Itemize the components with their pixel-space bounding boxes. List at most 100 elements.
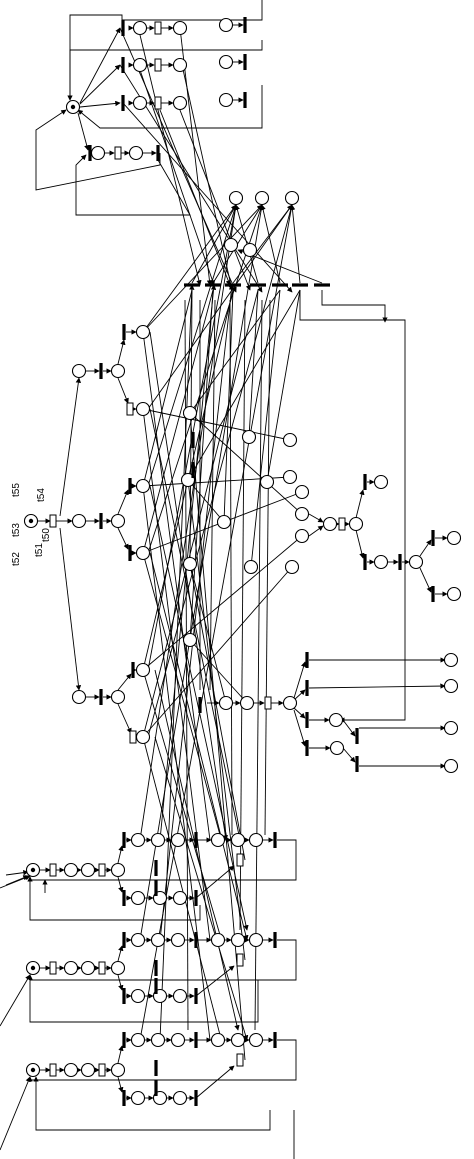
place-85	[230, 932, 246, 948]
arc-156	[117, 845, 124, 864]
place-29	[135, 662, 151, 678]
transition-21	[128, 545, 132, 561]
place-45	[294, 506, 310, 522]
place-92	[150, 1032, 166, 1048]
arc-113	[265, 289, 301, 483]
place-23	[71, 689, 87, 705]
arc-20	[67, 0, 263, 101]
place-40	[243, 559, 259, 575]
arc-198	[117, 1045, 124, 1064]
place-31	[182, 405, 198, 421]
place-46	[294, 528, 310, 544]
place-59	[443, 720, 459, 736]
arc-77	[293, 709, 307, 747]
label-t55: t55	[11, 483, 22, 497]
arc-112	[248, 289, 281, 568]
transition-7	[88, 145, 92, 161]
place-79	[150, 932, 166, 948]
place-12	[128, 145, 144, 161]
arc-177	[117, 945, 124, 962]
transition-37	[122, 832, 126, 848]
arc-140	[187, 412, 246, 1061]
place-19	[71, 513, 87, 529]
transition-32	[305, 680, 309, 696]
transition-18	[99, 689, 103, 705]
arc-199	[117, 1076, 124, 1093]
arc-74	[293, 661, 307, 699]
arc-170	[195, 865, 235, 899]
arc-148	[254, 299, 263, 1031]
arc-15	[79, 100, 121, 108]
place-96	[172, 1090, 188, 1106]
place-35	[218, 695, 234, 711]
label-t50: t50	[41, 528, 52, 542]
transition-4	[243, 17, 247, 33]
transition-26	[363, 474, 367, 490]
transition-56	[154, 1080, 158, 1096]
arc-221	[33, 1076, 271, 1131]
transition-54	[194, 1090, 198, 1106]
transition-53	[122, 1090, 126, 1106]
timed-transition-17	[98, 1063, 106, 1077]
arc-122	[189, 639, 248, 704]
place-98	[230, 1032, 246, 1048]
transition-44	[122, 932, 126, 948]
place-27	[135, 478, 151, 494]
timed-transition-1	[154, 21, 162, 35]
place-57	[443, 652, 459, 668]
transition-28	[398, 554, 402, 570]
arc-29	[260, 204, 281, 284]
place-58	[443, 678, 459, 694]
transition-38	[194, 832, 198, 848]
arc-27	[232, 204, 293, 284]
label-t53: t53	[11, 523, 22, 537]
place-70	[172, 890, 188, 906]
transition-11	[225, 283, 241, 287]
arc-79	[308, 683, 446, 689]
place-72	[230, 832, 246, 848]
transition-17	[99, 363, 103, 379]
place-2	[132, 20, 148, 36]
arc-92	[179, 27, 213, 286]
transition-39	[122, 890, 126, 906]
timed-transition-13	[49, 961, 57, 975]
arc-82	[342, 719, 356, 737]
arc-119	[189, 412, 303, 515]
token	[30, 867, 36, 873]
arc-215	[0, 974, 31, 1027]
arc-14	[79, 64, 121, 105]
transition-42	[154, 880, 158, 896]
place-94	[130, 1090, 146, 1106]
arc-212	[195, 1065, 235, 1099]
place-14	[254, 190, 270, 206]
arc-21	[67, 40, 263, 101]
arc-126	[149, 552, 249, 941]
arc-137	[140, 485, 211, 1041]
transition-57	[273, 1032, 277, 1048]
transition-40	[194, 890, 198, 906]
place-28	[135, 545, 151, 561]
timed-transition-14	[98, 961, 106, 975]
transition-5	[243, 54, 247, 70]
arc-83	[342, 747, 356, 763]
arc-49	[117, 703, 132, 734]
transition-30	[431, 586, 435, 602]
place-48	[322, 516, 338, 532]
timed-transition-9	[338, 517, 346, 531]
transition-15	[314, 283, 330, 287]
arc-218	[27, 876, 201, 921]
arc-146	[229, 299, 233, 836]
arc-32	[299, 290, 406, 723]
transition-55	[154, 1060, 158, 1076]
place-20	[110, 513, 126, 529]
place-66	[150, 832, 166, 848]
place-13	[228, 190, 244, 206]
arc-94	[177, 104, 251, 291]
transition-51	[122, 1032, 126, 1048]
arc-217	[5, 875, 29, 886]
arc-23	[35, 109, 161, 191]
arc-117	[142, 535, 303, 671]
arc-88	[122, 102, 293, 293]
timed-transition-7	[129, 730, 137, 744]
place-83	[172, 988, 188, 1004]
